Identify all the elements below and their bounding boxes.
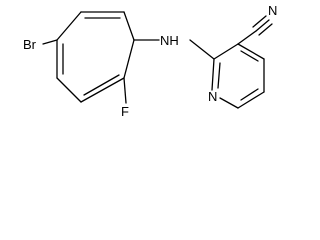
structure-canvas: Br F NH N N: [23, 3, 278, 119]
bromofluorophenyl-ring: [56, 11, 135, 103]
chemical-structure: Br F NH N N: [23, 3, 277, 119]
bond-c6-c1: [56, 11, 82, 41]
fluorine-label: F: [121, 104, 129, 119]
bond-c3-c4: [123, 39, 135, 79]
double-bond-inner-left-pyridine: [217, 62, 221, 89]
triple-bond-line-2: [255, 19, 270, 32]
bond-p2-p3: [237, 43, 265, 60]
triple-bond-line-3: [258, 23, 273, 36]
bond-p5-pyridine-n: [219, 97, 239, 109]
bond-ring-fluorine: [123, 77, 127, 104]
nitrile-group: [237, 15, 273, 45]
double-bond-inner-upper: [240, 50, 259, 62]
bond-p4-p5: [237, 91, 265, 109]
double-bond-inner-right: [83, 74, 120, 96]
nitrile-nitrogen-label: N: [268, 3, 277, 18]
bond-c5-c6: [56, 77, 82, 103]
pyridine-ring: [211, 43, 265, 109]
bond-c4-c5: [80, 77, 125, 103]
bond-p1-p2: [213, 43, 239, 60]
amine-label: NH: [160, 33, 179, 48]
bond-ring-nitrile-carbon: [237, 30, 257, 45]
bond-amine-pyridine: [189, 39, 215, 60]
pyridine-nitrogen-label: N: [208, 89, 217, 104]
bromine-label: Br: [23, 37, 37, 52]
bond-c2-c3: [123, 11, 135, 41]
bond-ring-bromine: [42, 39, 58, 45]
triple-bond-line-1: [252, 15, 267, 28]
bond-pyridine-n-p1: [211, 58, 215, 91]
double-bond-inner-lower: [240, 88, 259, 101]
